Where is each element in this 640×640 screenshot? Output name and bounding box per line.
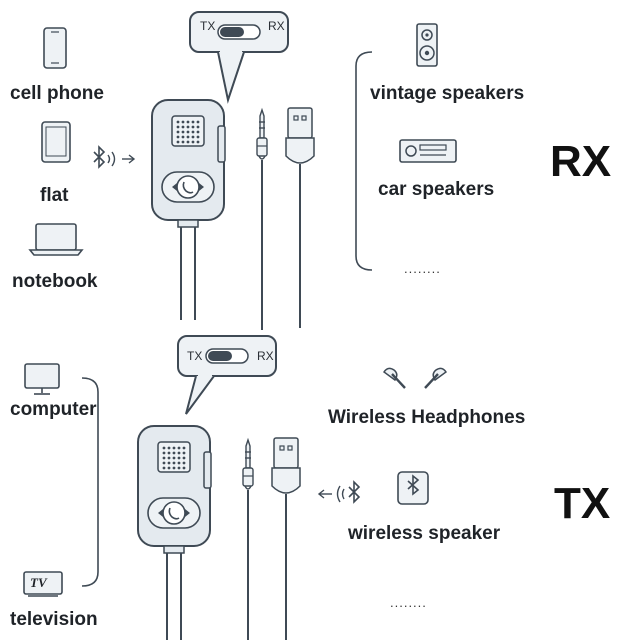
bluetooth-signal-icon xyxy=(93,145,136,169)
tx-switch-bubble xyxy=(177,335,277,415)
car-stereo-icon xyxy=(399,139,457,163)
speaker-icon xyxy=(416,23,438,67)
tx-adapter-device xyxy=(137,425,212,640)
bluetooth-speaker-icon xyxy=(397,471,429,505)
rx-bracket xyxy=(355,51,373,271)
tv-badge: TV xyxy=(30,575,47,590)
monitor-icon xyxy=(24,363,60,395)
label-flat: flat xyxy=(40,185,69,206)
label-wireless-speaker: wireless speaker xyxy=(348,523,501,544)
bluetooth-incoming-icon xyxy=(317,480,361,504)
tx-aux-jack xyxy=(242,439,254,640)
label-television: television xyxy=(10,609,98,630)
tx-more-indicator: ........ xyxy=(390,595,427,610)
earbuds-icon xyxy=(382,367,448,389)
label-car-speakers: car speakers xyxy=(378,179,495,200)
rx-more-indicator: ........ xyxy=(404,261,441,276)
rx-switch-tx-label: TX xyxy=(200,19,216,33)
tx-mode-label: TX xyxy=(554,479,611,528)
label-notebook: notebook xyxy=(12,271,98,292)
rx-mode-label: RX xyxy=(550,137,612,186)
label-cell-phone: cell phone xyxy=(10,83,104,104)
tx-usb-plug xyxy=(271,437,301,640)
tv-icon xyxy=(23,571,63,597)
label-wireless-headphones: Wireless Headphones xyxy=(328,407,526,428)
rx-aux-jack xyxy=(256,109,268,331)
tablet-icon xyxy=(41,121,71,163)
rx-usb-plug xyxy=(285,107,315,329)
phone-icon xyxy=(43,27,67,69)
tx-bracket xyxy=(81,377,99,587)
rx-switch-bubble xyxy=(189,11,289,104)
rx-switch-rx-label: RX xyxy=(268,19,285,33)
rx-adapter-device xyxy=(151,99,226,321)
label-vintage-speakers: vintage speakers xyxy=(370,83,525,104)
tx-switch-rx-label: RX xyxy=(257,349,274,363)
tx-switch-tx-label: TX xyxy=(187,349,203,363)
laptop-icon xyxy=(28,223,84,256)
label-computer: computer xyxy=(10,399,97,420)
